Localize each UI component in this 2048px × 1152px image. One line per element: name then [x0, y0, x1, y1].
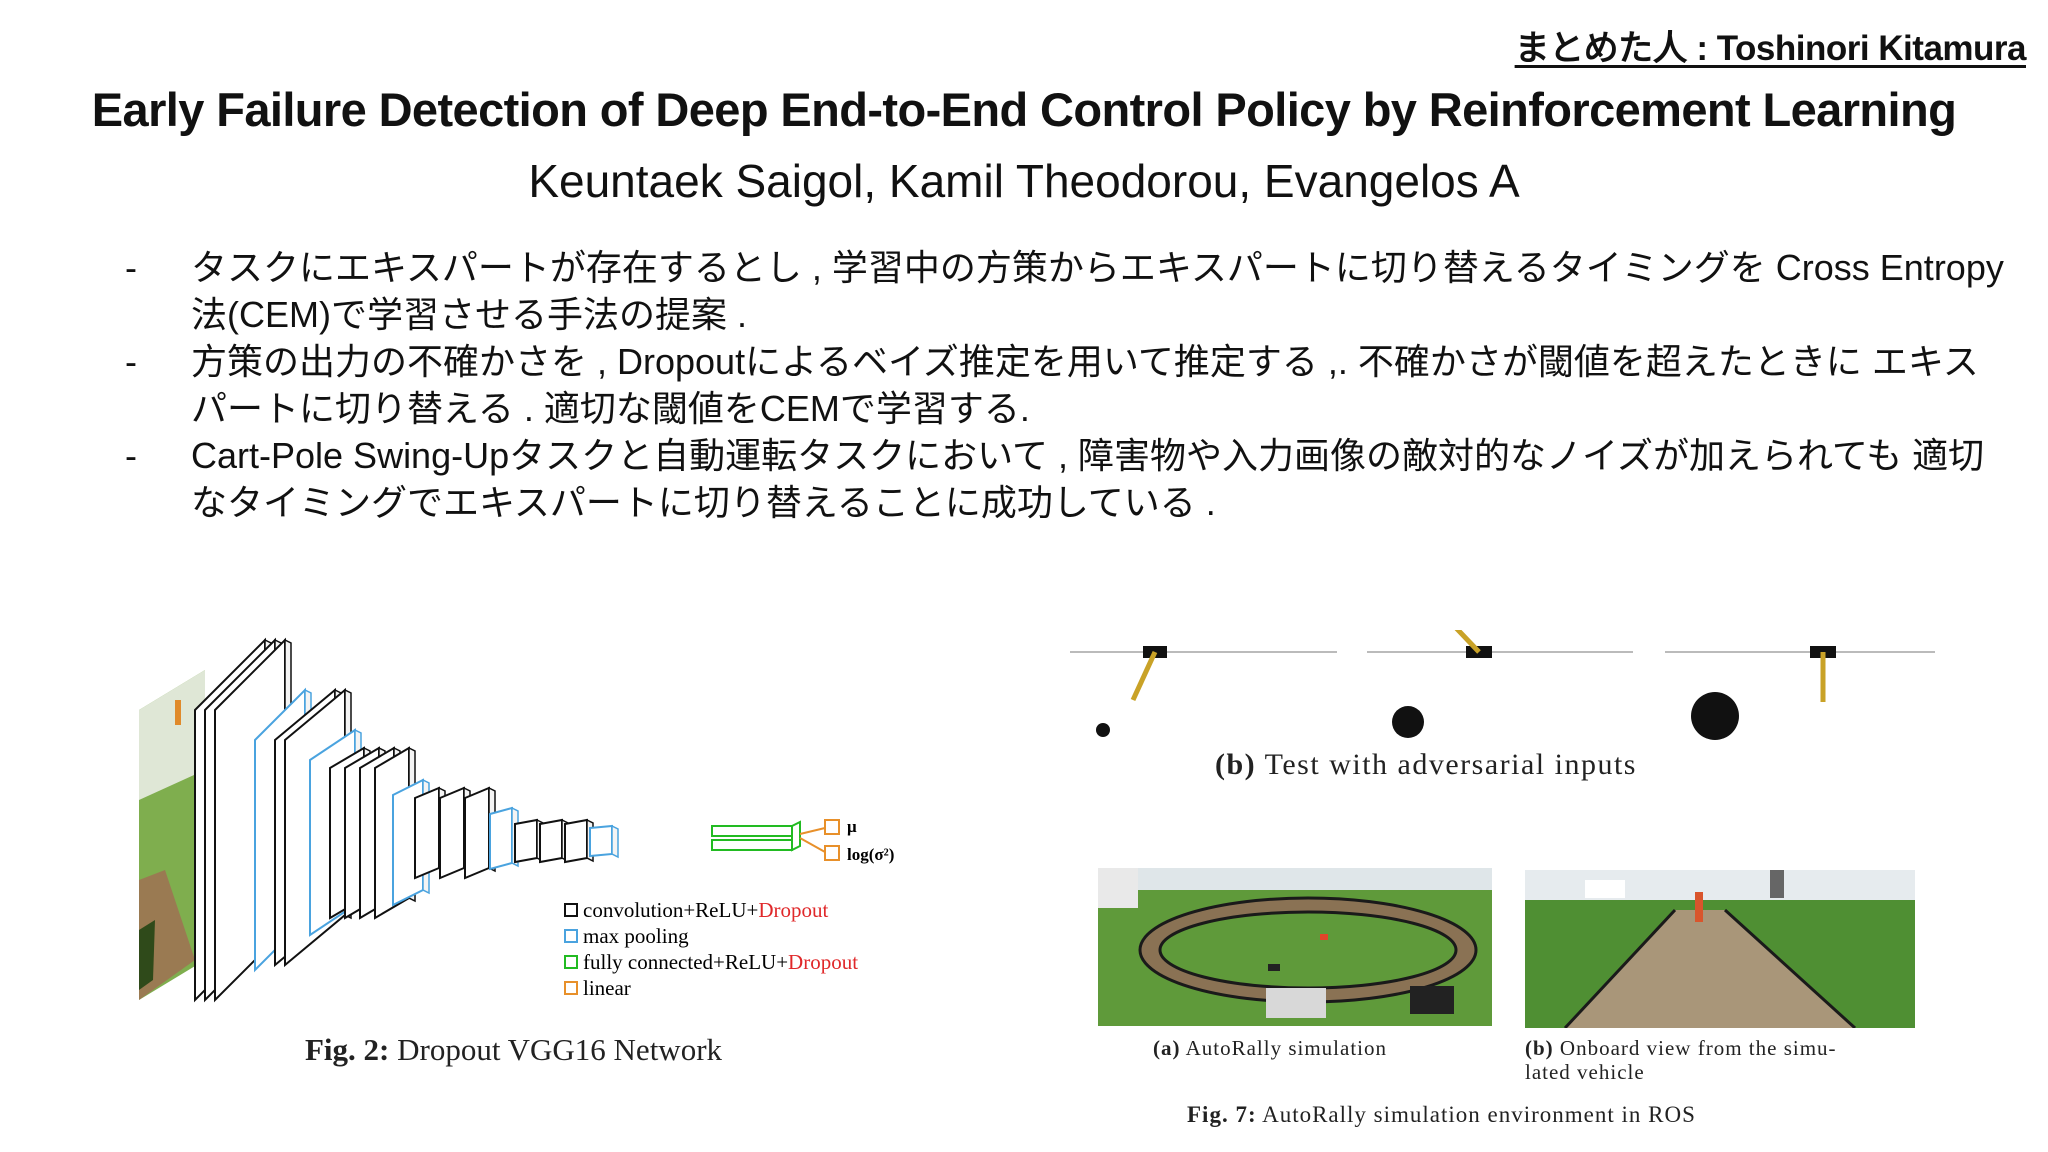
legend-item: max pooling	[583, 924, 689, 948]
cartpole-panel	[1665, 646, 1935, 740]
legend-swatch	[564, 981, 578, 995]
fully-connected-layers	[711, 820, 826, 853]
network-layer	[514, 818, 544, 864]
network-layer	[489, 806, 519, 871]
adversarial-caption: (b) Test with adversarial inputs	[1215, 748, 1637, 781]
bullet-item: - タスクにエキスパートが存在するとし , 学習中の方策からエキスパートに切り替…	[125, 244, 2005, 338]
bullet-item: - Cart-Pole Swing-Upタスクと自動運転タスクにおいて , 障害…	[125, 432, 2005, 526]
cartpole-panels	[1070, 608, 1935, 740]
figure-autorally: (a) AutoRally simulation (b) Onboard vie…	[1095, 868, 1925, 1138]
cartpole-panel	[1070, 646, 1337, 737]
legend-item: linear	[583, 976, 631, 1000]
network-layers	[194, 637, 619, 1003]
input-image	[139, 670, 205, 1000]
bullet-text: Cart-Pole Swing-Upタスクと自動運転タスクにおいて , 障害物や…	[191, 435, 1985, 523]
vgg16-diagram: μ log(σ²) convolution+ReLU+Dropout max p…	[139, 637, 894, 1003]
legend-item: convolution+ReLU+Dropout	[583, 898, 829, 922]
legend-item: fully connected+ReLU+Dropout	[583, 950, 858, 974]
fig7-caption: Fig. 7: AutoRally simulation environment…	[1187, 1102, 1696, 1127]
bullet-marker: -	[125, 341, 137, 382]
network-layer	[589, 824, 619, 859]
author-credit: まとめた人 : Toshinori Kitamura	[1514, 29, 2027, 68]
autorally-track-image	[1098, 868, 1492, 1026]
bullet-item: - 方策の出力の不確かさを , Dropoutによるベイズ推定を用いて推定する …	[125, 338, 2005, 432]
cartpole-panel	[1367, 608, 1633, 738]
layer-legend: convolution+ReLU+Dropout max pooling ful…	[564, 898, 858, 1000]
legend-swatch	[564, 929, 578, 943]
paper-authors: Keuntaek Saigol, Kamil Theodorou, Evange…	[528, 155, 1520, 207]
output-mu: μ	[847, 817, 857, 836]
obstacle	[1392, 706, 1424, 738]
onboard-view-image	[1525, 870, 1915, 1028]
obstacle	[1096, 723, 1110, 737]
fig7b-caption: (b) Onboard view from the simu- lated ve…	[1525, 1036, 1837, 1084]
bullet-text: 方策の出力の不確かさを , Dropoutによるベイズ推定を用いて推定する ,.…	[191, 341, 1979, 429]
legend-swatch	[564, 903, 578, 917]
obstacle	[1691, 692, 1739, 740]
summary-bullets: - タスクにエキスパートが存在するとし , 学習中の方策からエキスパートに切り替…	[125, 244, 2005, 526]
network-layer	[539, 818, 569, 864]
network-layer	[564, 818, 594, 864]
legend-swatch	[564, 955, 578, 969]
bullet-marker: -	[125, 247, 137, 288]
bullet-marker: -	[125, 435, 137, 476]
bullet-text: タスクにエキスパートが存在するとし , 学習中の方策からエキスパートに切り替える…	[191, 247, 2004, 335]
fig7a-caption: (a) AutoRally simulation	[1153, 1036, 1388, 1060]
output-logvar: log(σ²)	[847, 845, 894, 864]
figure-vgg16-network: μ log(σ²) convolution+ReLU+Dropout max p…	[135, 630, 935, 1090]
page-title: Early Failure Detection of Deep End-to-E…	[91, 83, 1957, 136]
figure-adversarial-inputs: (b) Test with adversarial inputs	[1065, 608, 1945, 790]
output-units: μ log(σ²)	[824, 817, 894, 864]
fig2-caption: Fig. 2: Dropout VGG16 Network	[305, 1032, 723, 1067]
